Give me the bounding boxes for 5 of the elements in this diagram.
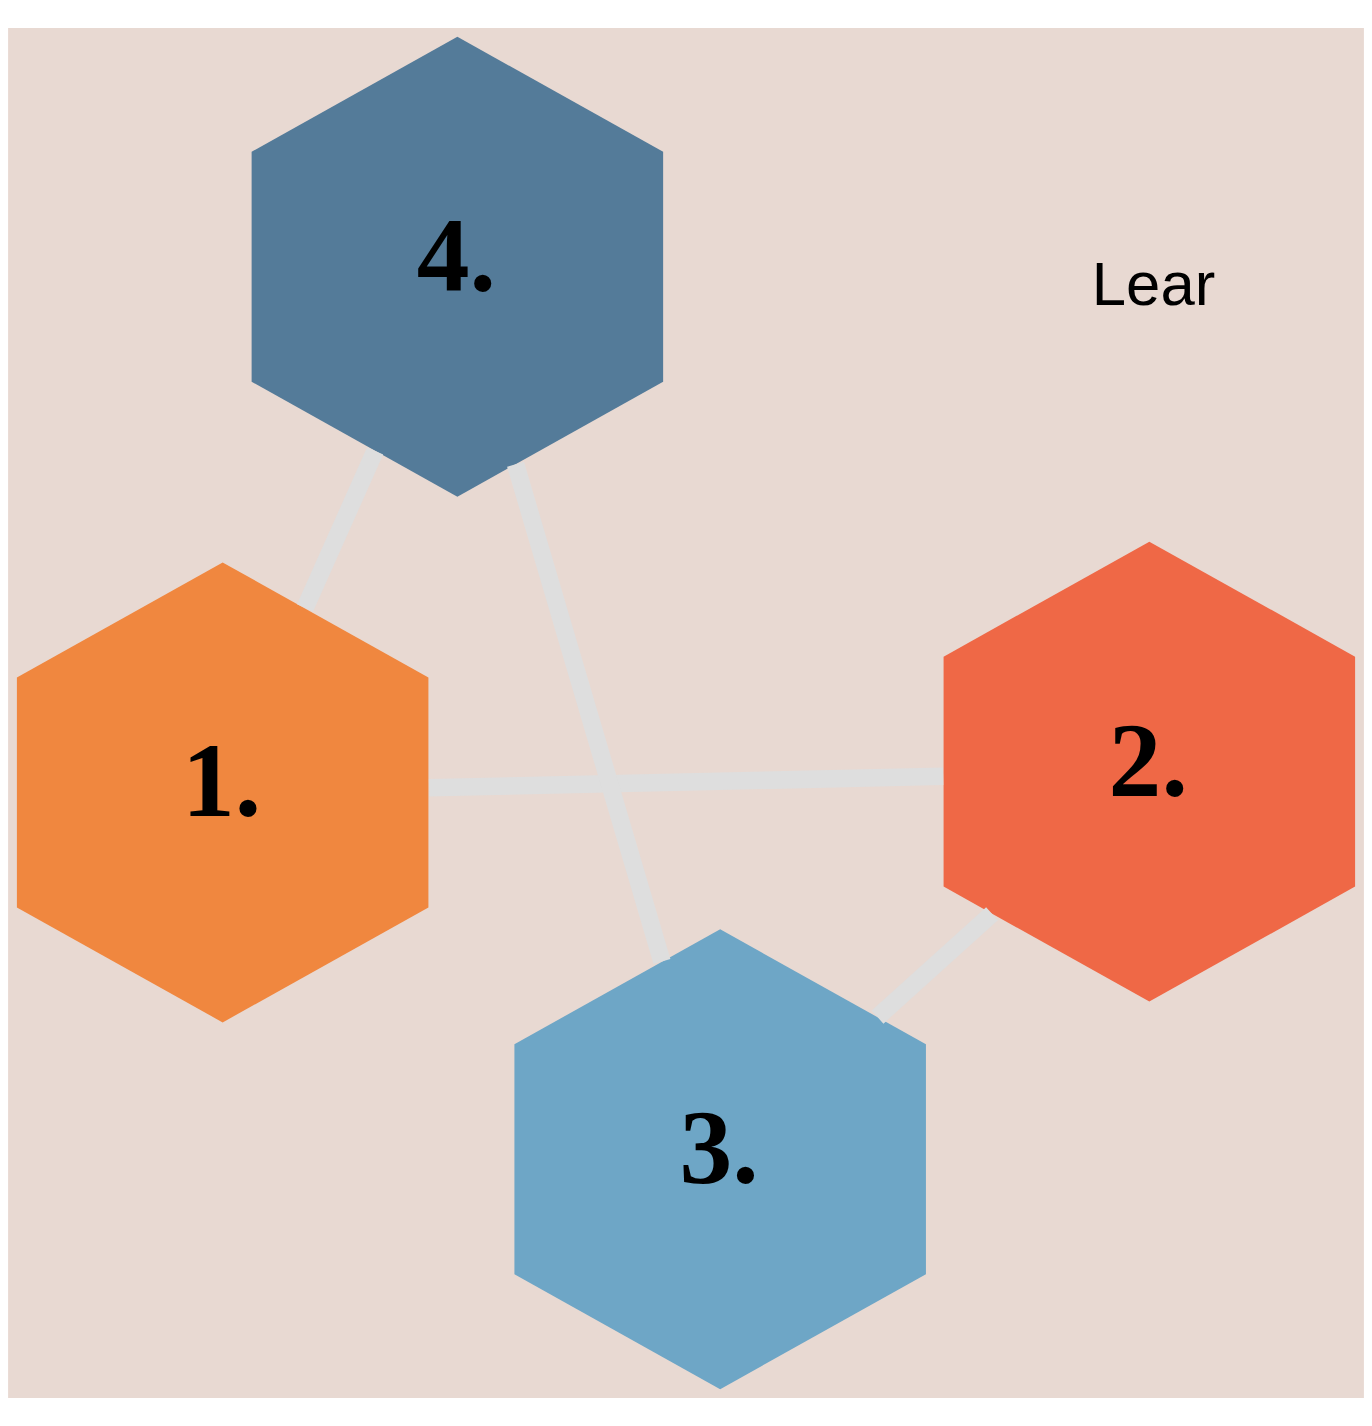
connector	[297, 447, 384, 612]
connector	[871, 907, 998, 1024]
connector	[507, 461, 671, 964]
label: Lear	[1091, 249, 1216, 319]
connector	[428, 767, 944, 797]
